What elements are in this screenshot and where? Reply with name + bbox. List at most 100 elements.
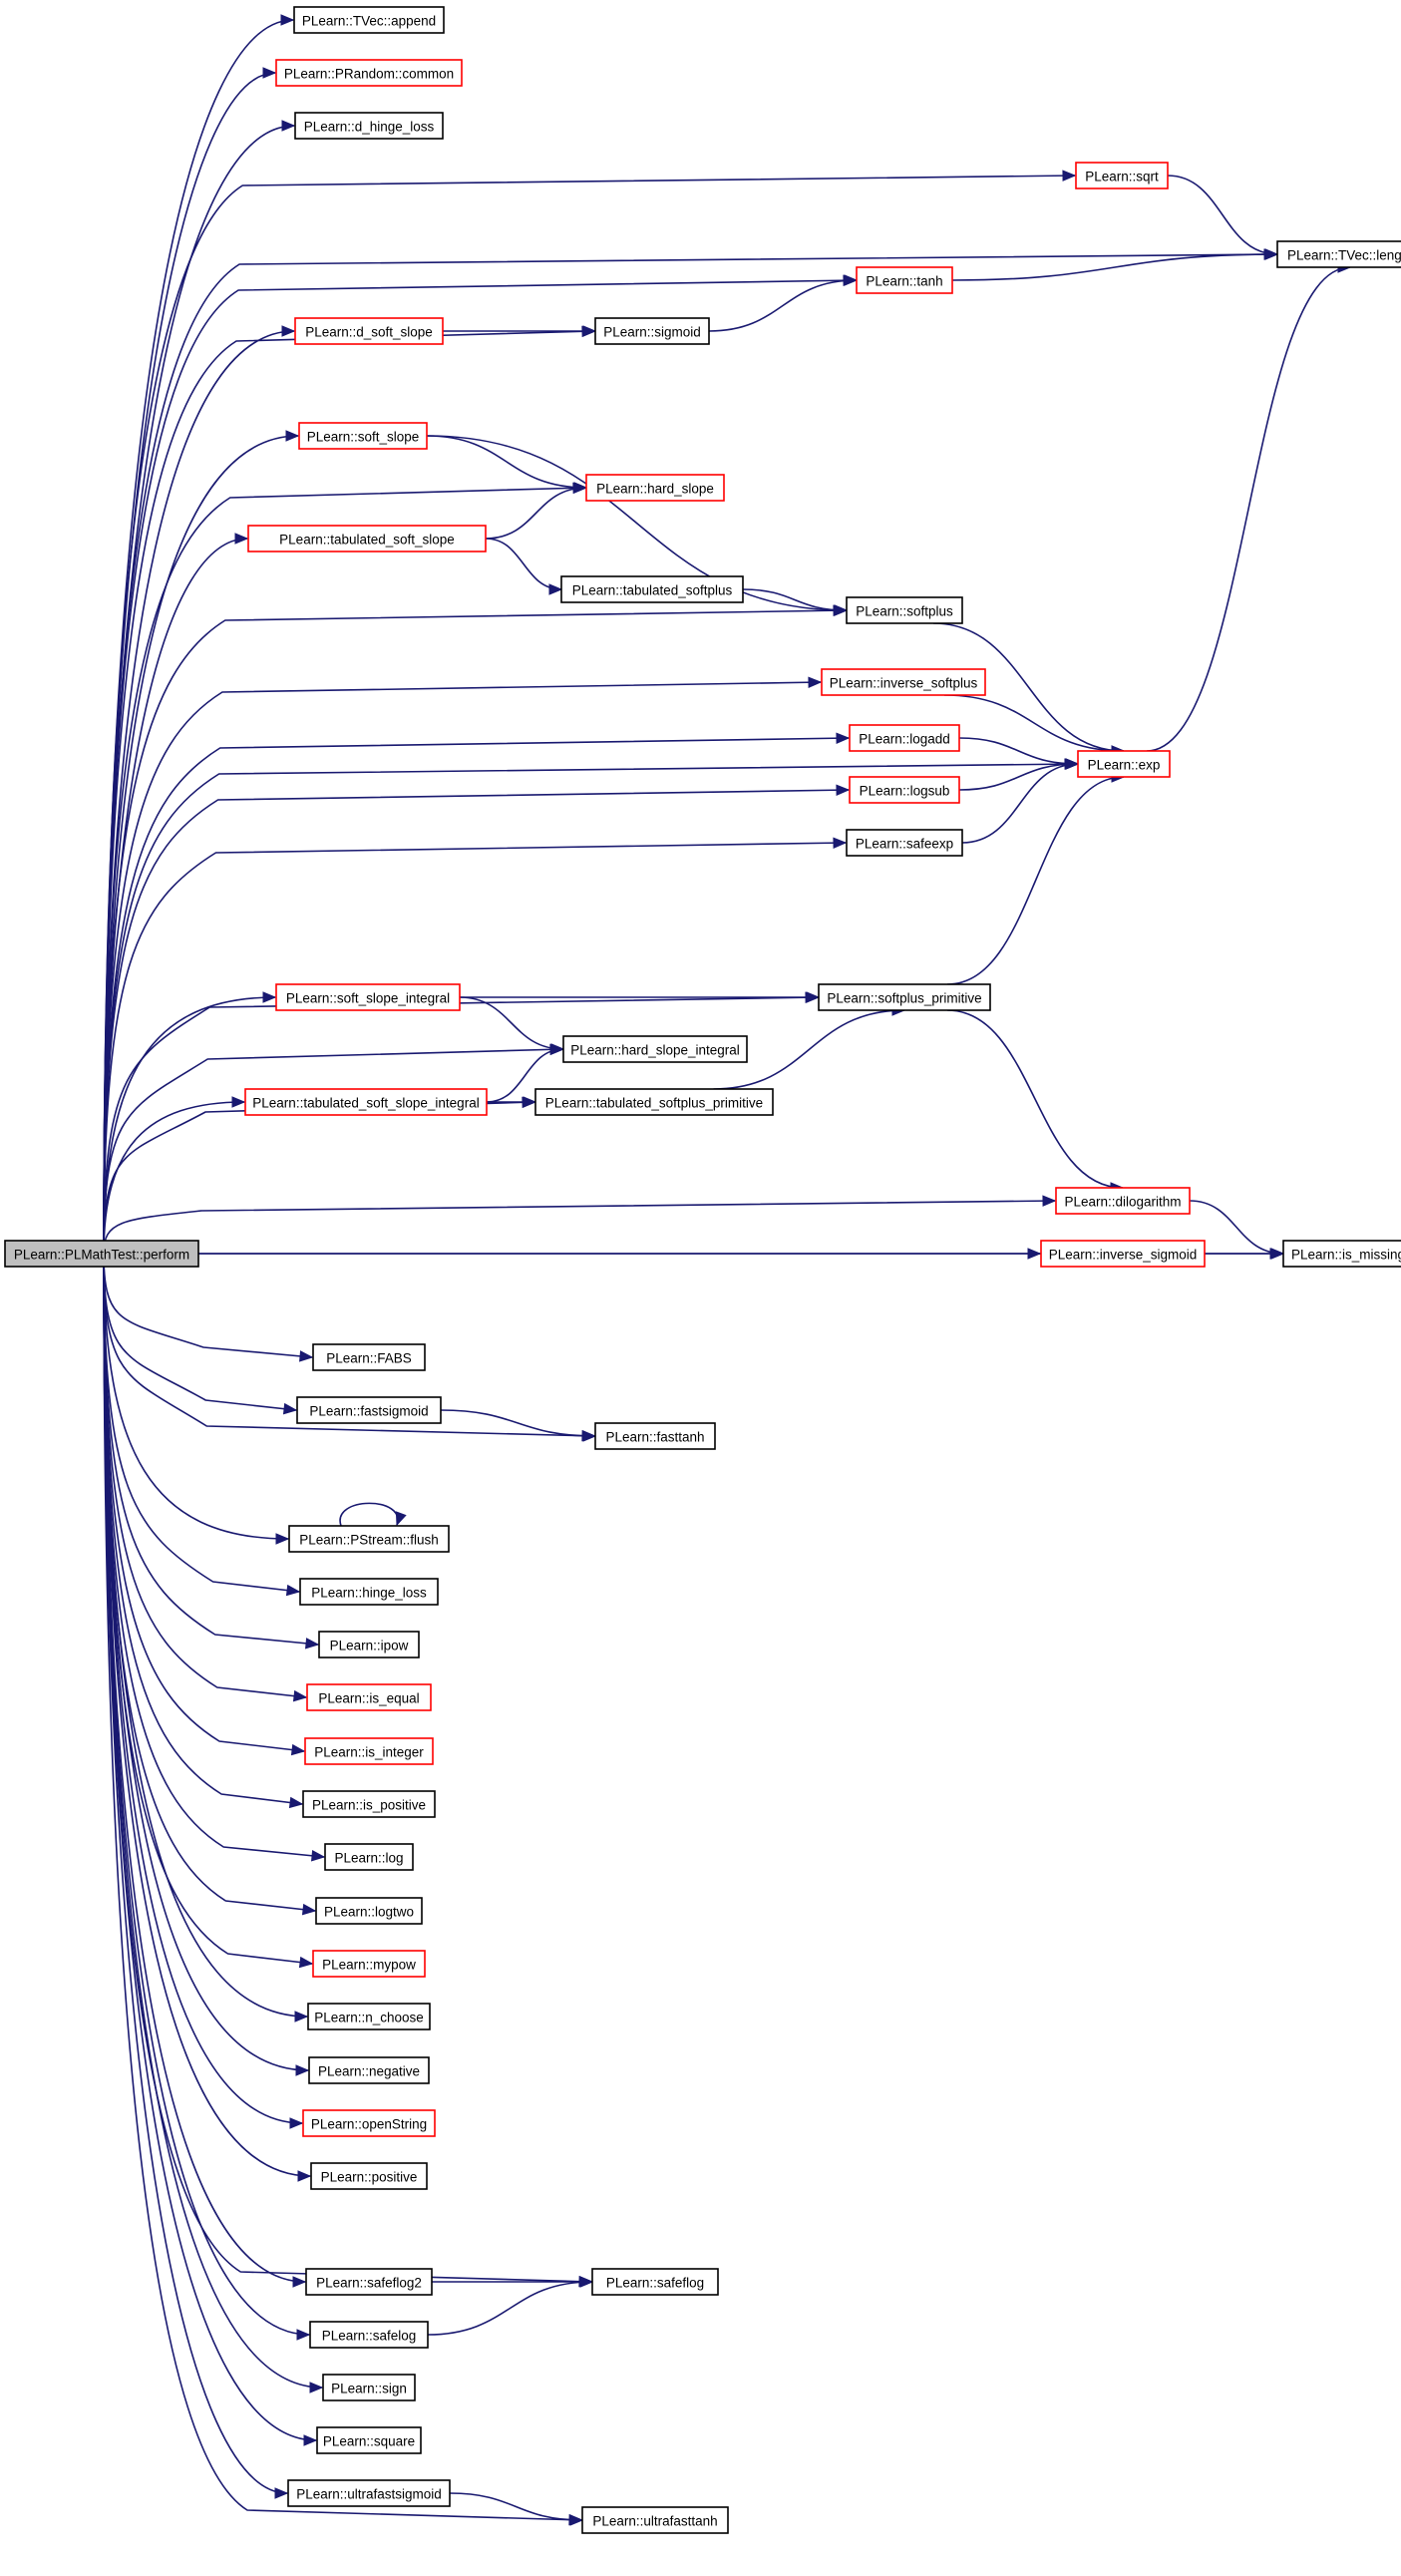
- node-box: [818, 983, 991, 1011]
- node-length[interactable]: PLearn::TVec::length: [1276, 240, 1401, 268]
- edge-perform-to-hinge-loss: [103, 1253, 301, 1597]
- edge-sqrt-to-length: [1167, 175, 1279, 260]
- node-label: PLearn::n_choose: [314, 2011, 424, 2025]
- node-FABS[interactable]: PLearn::FABS: [312, 1343, 426, 1371]
- node-softplus[interactable]: PLearn::softplus: [846, 596, 963, 624]
- node-box: [309, 2321, 429, 2349]
- node-safeexp[interactable]: PLearn::safeexp: [846, 829, 963, 857]
- node-label: PLearn::square: [323, 2434, 415, 2449]
- node-label: PLearn::sigmoid: [603, 325, 701, 340]
- node-n-choose[interactable]: PLearn::n_choose: [307, 2003, 431, 2030]
- node-common[interactable]: PLearn::PRandom::common: [275, 59, 463, 87]
- edge-perform-to-inverse-softplus: [103, 676, 823, 1255]
- node-is-integer[interactable]: PLearn::is_integer: [304, 1737, 434, 1765]
- node-label: PLearn::is_missing: [1291, 1248, 1401, 1263]
- node-tabulated-softplus-primitive[interactable]: PLearn::tabulated_softplus_primitive: [534, 1088, 774, 1116]
- node-openString[interactable]: PLearn::openString: [302, 2109, 436, 2137]
- node-mypow[interactable]: PLearn::mypow: [312, 1950, 426, 1978]
- node-is-missing[interactable]: PLearn::is_missing: [1282, 1240, 1401, 1268]
- node-box: [856, 266, 953, 294]
- edge-perform-to-is-integer: [103, 1253, 306, 1756]
- node-safeflog2[interactable]: PLearn::safeflog2: [305, 2268, 433, 2296]
- node-label: PLearn::soft_slope: [307, 430, 420, 445]
- node-soft-slope[interactable]: PLearn::soft_slope: [298, 422, 428, 450]
- edge-tabulated-soft-slope-integral-to-tabulated-softplus-primitive: [486, 1096, 537, 1108]
- node-hinge-loss[interactable]: PLearn::hinge_loss: [299, 1578, 439, 1606]
- node-tanh[interactable]: PLearn::tanh: [856, 266, 953, 294]
- node-label: PLearn::FABS: [326, 1351, 412, 1366]
- node-fastsigmoid[interactable]: PLearn::fastsigmoid: [296, 1396, 442, 1424]
- node-box: [294, 317, 444, 345]
- node-fasttanh[interactable]: PLearn::fasttanh: [594, 1422, 716, 1450]
- node-tabulated-soft-slope[interactable]: PLearn::tabulated_soft_slope: [247, 525, 487, 552]
- node-box: [594, 317, 710, 345]
- node-tabulated-soft-slope-integral[interactable]: PLearn::tabulated_soft_slope_integral: [244, 1088, 488, 1116]
- node-label: PLearn::tabulated_soft_slope_integral: [252, 1096, 479, 1111]
- node-ipow[interactable]: PLearn::ipow: [318, 1631, 420, 1658]
- node-box: [308, 2056, 430, 2084]
- node-box: [581, 2506, 729, 2534]
- edge-flush-to-flush: [339, 1502, 407, 1527]
- node-safeflog[interactable]: PLearn::safeflog: [591, 2268, 719, 2296]
- node-sqrt[interactable]: PLearn::sqrt: [1075, 162, 1169, 189]
- node-softplus-primitive[interactable]: PLearn::softplus_primitive: [818, 983, 991, 1011]
- node-label: PLearn::sign: [331, 2382, 407, 2396]
- node-perform[interactable]: PLearn::PLMathTest::perform: [4, 1240, 199, 1268]
- node-box: [275, 59, 463, 87]
- node-box: [849, 724, 960, 752]
- node-logtwo[interactable]: PLearn::logtwo: [315, 1897, 423, 1925]
- node-label: PLearn::inverse_sigmoid: [1049, 1248, 1198, 1263]
- node-square[interactable]: PLearn::square: [316, 2426, 422, 2454]
- node-log[interactable]: PLearn::log: [324, 1843, 414, 1871]
- node-label: PLearn::safeflog2: [316, 2276, 422, 2291]
- node-box: [1282, 1240, 1401, 1268]
- node-box: [288, 1525, 450, 1553]
- node-logsub[interactable]: PLearn::logsub: [849, 776, 960, 804]
- edge-soft-slope-to-hard-slope: [426, 435, 588, 494]
- node-box: [312, 1950, 426, 1978]
- node-flush[interactable]: PLearn::PStream::flush: [288, 1525, 450, 1553]
- node-soft-slope-integral[interactable]: PLearn::soft_slope_integral: [275, 983, 461, 1011]
- node-inverse-sigmoid[interactable]: PLearn::inverse_sigmoid: [1040, 1240, 1206, 1268]
- node-label: PLearn::ultrafastsigmoid: [296, 2487, 442, 2502]
- node-sign[interactable]: PLearn::sign: [322, 2374, 416, 2401]
- node-inverse-softplus[interactable]: PLearn::inverse_softplus: [821, 668, 986, 696]
- node-safelog[interactable]: PLearn::safelog: [309, 2321, 429, 2349]
- node-positive[interactable]: PLearn::positive: [310, 2162, 428, 2190]
- node-append[interactable]: PLearn::TVec::append: [293, 6, 445, 34]
- node-label: PLearn::inverse_softplus: [830, 676, 978, 691]
- node-label: PLearn::ipow: [330, 1639, 409, 1654]
- node-box: [310, 2162, 428, 2190]
- node-layer: PLearn::PLMathTest::perform PLearn::TVec:…: [4, 6, 1401, 2534]
- node-label: PLearn::log: [334, 1851, 403, 1866]
- node-d-hinge-loss[interactable]: PLearn::d_hinge_loss: [294, 112, 444, 140]
- node-box: [562, 1035, 748, 1063]
- node-dilogarithm[interactable]: PLearn::dilogarithm: [1055, 1187, 1191, 1215]
- edge-perform-to-soft-slope-integral: [103, 991, 277, 1255]
- node-negative[interactable]: PLearn::negative: [308, 2056, 430, 2084]
- node-is-positive[interactable]: PLearn::is_positive: [302, 1790, 436, 1818]
- node-label: PLearn::negative: [318, 2064, 420, 2079]
- edge-tabulated-soft-slope-integral-to-hard-slope-integral: [486, 1043, 565, 1103]
- node-label: PLearn::PStream::flush: [299, 1533, 439, 1548]
- node-box: [591, 2268, 719, 2296]
- node-box: [318, 1631, 420, 1658]
- node-box: [324, 1843, 414, 1871]
- node-exp[interactable]: PLearn::exp: [1077, 750, 1171, 778]
- node-d-soft-slope[interactable]: PLearn::d_soft_slope: [294, 317, 444, 345]
- node-label: PLearn::positive: [321, 2170, 418, 2185]
- edge-perform-to-hard-slope: [103, 482, 587, 1255]
- node-tabulated-softplus[interactable]: PLearn::tabulated_softplus: [560, 575, 744, 603]
- node-ultrafastsigmoid[interactable]: PLearn::ultrafastsigmoid: [287, 2479, 451, 2507]
- edge-soft-slope-integral-to-softplus-primitive: [459, 991, 821, 1003]
- node-logadd[interactable]: PLearn::logadd: [849, 724, 960, 752]
- node-sigmoid[interactable]: PLearn::sigmoid: [594, 317, 710, 345]
- node-hard-slope[interactable]: PLearn::hard_slope: [585, 474, 725, 502]
- node-hard-slope-integral[interactable]: PLearn::hard_slope_integral: [562, 1035, 748, 1063]
- edge-tabulated-soft-slope-to-hard-slope: [485, 482, 588, 540]
- node-ultrafasttanh[interactable]: PLearn::ultrafasttanh: [581, 2506, 729, 2534]
- node-box: [315, 1897, 423, 1925]
- node-box: [302, 1790, 436, 1818]
- node-is-equal[interactable]: PLearn::is_equal: [306, 1683, 432, 1711]
